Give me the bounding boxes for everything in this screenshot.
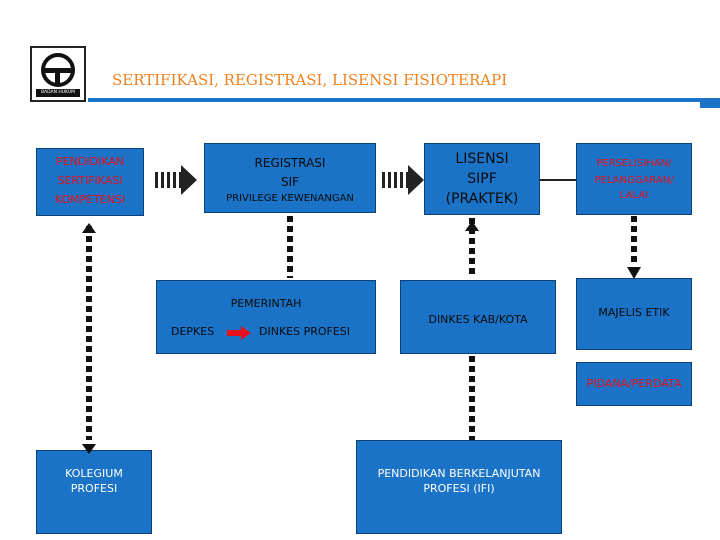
arrow-up-icon: [82, 218, 96, 233]
node-dinkes-profesi: DINKES PROFESI: [259, 325, 351, 338]
page-title: SERTIFIKASI, REGISTRASI, LISENSI FISIOTE…: [112, 71, 508, 89]
node-depkes: DEPKES: [171, 325, 215, 338]
node-lisensi: LISENSI SIPF (PRAKTEK): [424, 143, 540, 215]
red-arrow-icon: [227, 325, 251, 340]
node-lisensi-line1: LISENSI: [455, 151, 509, 167]
node-privilege: PRIVILEGE KEWENANGAN: [226, 193, 354, 204]
node-kolegium-line1: KOLEGIUM: [65, 467, 123, 480]
node-registrasi-line2: SIF: [280, 175, 300, 189]
node-majelis: MAJELIS ETIK: [576, 278, 692, 350]
node-pendidikan-line3: KOMPETENSI: [54, 193, 126, 206]
node-lisensi-line3: (PRAKTEK): [445, 191, 519, 207]
node-lisensi-line2: SIPF: [467, 171, 497, 187]
node-majelis-label: MAJELIS ETIK: [598, 306, 670, 319]
header-rule: [88, 98, 720, 102]
arrow-up-icon: [465, 216, 479, 231]
header-rule-accent: [700, 98, 720, 108]
striped-arrow-icon: [382, 165, 424, 195]
arrow-down-icon: [627, 264, 641, 279]
dotted-connector: [469, 218, 475, 278]
node-kolegium-line2: PROFESI: [70, 482, 118, 495]
striped-arrow-icon: [155, 165, 197, 195]
node-pendidikan-lanjut-line1: PENDIDIKAN BERKELANJUTAN: [377, 467, 541, 480]
dotted-connector: [469, 356, 475, 440]
dotted-connector: [86, 226, 92, 440]
logo: BADAN HUKUM: [30, 46, 86, 102]
node-pemerintah-label: PEMERINTAH: [230, 297, 302, 310]
node-pendidikan-line1: PENDIDIKAN: [55, 155, 124, 168]
node-pendidikan-line2: SERTIFIKASI: [57, 174, 123, 187]
node-registrasi: REGISTRASI SIF PRIVILEGE KEWENANGAN: [204, 143, 376, 213]
node-perselisihan-line1: PERSELISIHAN/: [596, 158, 672, 169]
node-perselisihan-line3: LALAI: [619, 190, 649, 201]
node-dinkes-kab: DINKES KAB/KOTA: [400, 280, 556, 354]
node-perselisihan: PERSELISIHAN/ PELANGGARAN/ LALAI: [576, 143, 692, 215]
node-pidana: PIDANA/PERDATA: [576, 362, 692, 406]
node-perselisihan-line2: PELANGGARAN/: [594, 175, 674, 186]
node-pidana-label: PIDANA/PERDATA: [586, 377, 682, 390]
node-pendidikan-lanjut-line2: PROFESI (IFI): [423, 482, 495, 495]
node-registrasi-line1: REGISTRASI: [254, 156, 326, 170]
node-dinkes-kab-label: DINKES KAB/KOTA: [428, 313, 528, 326]
dotted-connector: [287, 216, 293, 278]
logo-text: BADAN HUKUM: [40, 90, 76, 95]
dotted-connector: [631, 216, 637, 266]
node-kolegium: KOLEGIUM PROFESI: [36, 450, 152, 534]
node-pendidikan: PENDIDIKAN SERTIFIKASI KOMPETENSI: [36, 148, 144, 216]
arrow-down-icon: [82, 439, 96, 454]
connector-line: [540, 179, 576, 181]
node-pemerintah: PEMERINTAH DEPKES DINKES PROFESI: [156, 280, 376, 354]
node-pendidikan-lanjut: PENDIDIKAN BERKELANJUTAN PROFESI (IFI): [356, 440, 562, 534]
